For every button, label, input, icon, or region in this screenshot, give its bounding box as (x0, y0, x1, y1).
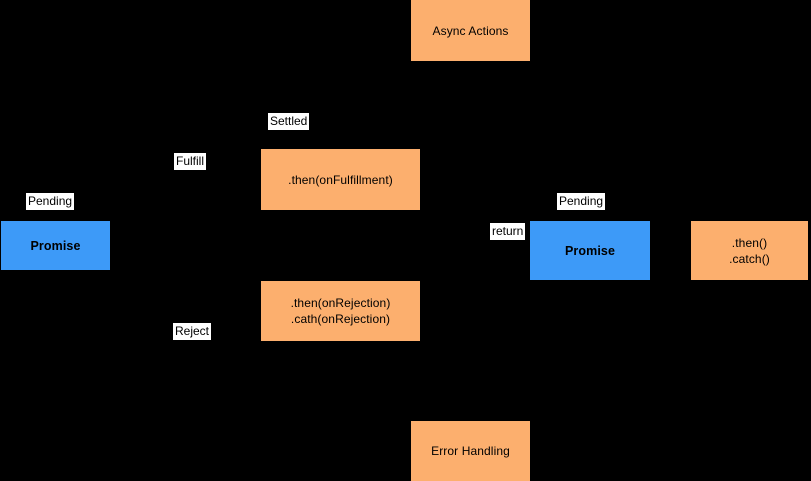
node-then-onfulfillment[interactable]: .then(onFulfillment) (261, 149, 420, 210)
edge-label-settled: Settled (268, 113, 310, 130)
edge-label-return: return (490, 223, 526, 240)
node-then-catch-line: .catch() (729, 251, 770, 266)
node-error-handling-line: Error Handling (431, 444, 510, 458)
node-promise-returned-line: Promise (564, 243, 616, 258)
edge-label-pending-right: Pending (557, 193, 606, 210)
node-promise-initial[interactable]: Promise (1, 221, 110, 270)
edge-label-fulfill: Fulfill (174, 153, 207, 170)
node-then-catch-onrejection[interactable]: .then(onRejection) .cath(onRejection) (261, 281, 420, 341)
node-then-catch-onrejection-line: .cath(onRejection) (290, 312, 391, 326)
node-then-onfulfillment-line: .then(onFulfillment) (288, 172, 393, 187)
edge-label-reject: Reject (173, 323, 212, 340)
node-then-catch-line: .then() (731, 235, 768, 250)
edge-label-pending-left: Pending (26, 193, 75, 210)
node-promise-returned[interactable]: Promise (530, 221, 650, 280)
node-then-catch[interactable]: .then().catch() (691, 221, 808, 280)
node-error-handling[interactable]: Error Handling (411, 421, 530, 481)
node-async-actions[interactable]: Async Actions (411, 0, 530, 61)
node-then-catch-onrejection-line: .then(onRejection) (290, 296, 391, 310)
node-promise-initial-line: Promise (30, 238, 81, 253)
node-async-actions-line: Async Actions (432, 23, 509, 38)
